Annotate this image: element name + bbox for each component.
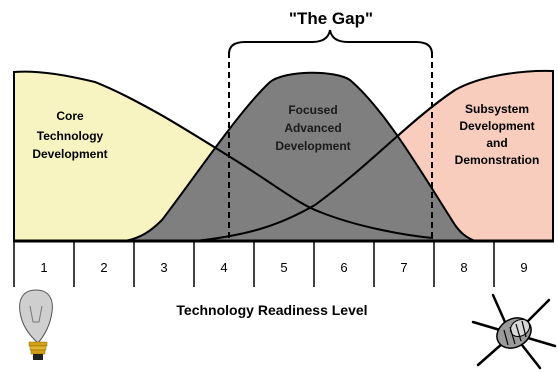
trl-scale: 1 2 3 4 5 6 7 8 9 [13, 239, 554, 287]
core-region-label: Core Technology Development [32, 109, 107, 161]
trl-level-1: 1 [40, 260, 47, 275]
focused-label-line-1: Focused [288, 103, 337, 117]
trl-level-9: 9 [520, 260, 527, 275]
trl-level-6: 6 [340, 260, 347, 275]
trl-level-3: 3 [160, 260, 167, 275]
trl-level-4: 4 [220, 260, 227, 275]
focused-advanced-region [124, 71, 476, 242]
focused-region-label: Focused Advanced Development [275, 103, 350, 153]
gap-brace [228, 29, 433, 55]
subsystem-label-line-4: Demonstration [455, 153, 540, 167]
lightbulb-icon [19, 289, 53, 360]
focused-label-line-2: Advanced [284, 121, 341, 135]
subsystem-label-line-3: and [486, 136, 507, 150]
trl-level-5: 5 [280, 260, 287, 275]
core-label-line-3: Development [32, 147, 107, 161]
subsystem-label-line-1: Subsystem [465, 102, 529, 116]
subsystem-region-label: Subsystem Development and Demonstration [455, 102, 540, 167]
focused-label-line-3: Development [275, 139, 350, 153]
trl-level-2: 2 [100, 260, 107, 275]
trl-level-8: 8 [460, 260, 467, 275]
core-label-line-2: Technology [37, 129, 104, 143]
trl-level-7: 7 [400, 260, 407, 275]
satellite-icon [471, 293, 557, 370]
trl-axis-label: Technology Readiness Level [176, 302, 367, 318]
gap-label: "The Gap" [289, 9, 373, 28]
subsystem-label-line-2: Development [459, 119, 534, 133]
core-label-line-1: Core [56, 109, 84, 123]
subsystem-rise-curve [194, 89, 456, 242]
core-decline-curve [94, 81, 434, 239]
